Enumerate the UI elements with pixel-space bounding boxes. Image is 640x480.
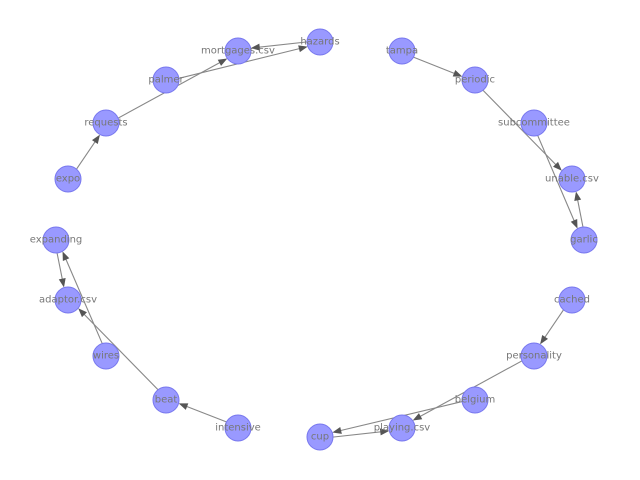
arrow-head-icon <box>553 161 562 171</box>
node-label: palmer <box>148 75 184 86</box>
edge-palmer-to-hazards <box>166 45 308 82</box>
node-requests <box>92 109 120 137</box>
arrow-head-icon <box>332 427 342 434</box>
node-label: belgium <box>455 395 495 406</box>
node-label: garlic <box>570 235 598 246</box>
edge-line <box>64 256 108 356</box>
node-personality <box>520 342 548 370</box>
node-garlic <box>570 226 598 254</box>
node-label: unable.csv <box>545 174 599 185</box>
arrow-head-icon <box>58 278 66 288</box>
edge-subcommittee-to-garlic <box>532 123 578 229</box>
node-unable-csv <box>558 165 586 193</box>
edges-layer <box>53 39 587 440</box>
node-wires <box>92 342 120 370</box>
node-playing-csv <box>388 414 416 442</box>
arrow-head-icon <box>574 191 582 201</box>
node-label: mortgages.csv <box>201 46 275 57</box>
arrow-head-icon <box>570 218 578 229</box>
node-label: playing.csv <box>374 423 431 434</box>
nodes-layer <box>42 28 598 451</box>
edge-wires-to-expanding <box>62 251 108 356</box>
node-subcommittee <box>520 109 548 137</box>
edge-periodic-to-unable.csv <box>473 80 562 171</box>
node-label: cached <box>554 295 590 306</box>
node-tampa <box>388 37 416 65</box>
node-expanding <box>42 226 70 254</box>
arrow-head-icon <box>452 70 463 77</box>
node-cached <box>558 286 586 314</box>
node-adaptor-csv <box>54 286 82 314</box>
edge-belgium-to-cup <box>332 398 475 434</box>
node-mortgages-csv <box>224 37 252 65</box>
node-label: personality <box>506 351 562 362</box>
arrow-head-icon <box>250 43 261 51</box>
edge-line <box>473 80 559 167</box>
arrow-head-icon <box>91 134 100 145</box>
node-beat <box>152 386 180 414</box>
arrow-head-icon <box>78 308 87 318</box>
node-label: cup <box>311 432 329 443</box>
arrow-head-icon <box>379 428 390 436</box>
node-label: periodic <box>455 75 495 86</box>
edge-beat-to-adaptor.csv <box>78 308 168 400</box>
node-label: expanding <box>30 235 83 246</box>
arrow-head-icon <box>298 45 308 53</box>
node-label: hazards <box>300 37 339 48</box>
node-label: requests <box>84 118 127 129</box>
labels-layer: hazards mortgages.csv palmer requests expo ex… <box>30 37 599 443</box>
edge-line <box>81 312 168 400</box>
arrow-head-icon <box>412 413 423 421</box>
node-label: beat <box>155 395 178 406</box>
edge-line <box>338 398 475 432</box>
node-label: intensive <box>215 423 261 434</box>
node-intensive <box>224 414 252 442</box>
arrow-head-icon <box>62 251 70 261</box>
node-label: adaptor.csv <box>39 295 97 306</box>
node-expo <box>54 165 82 193</box>
node-palmer <box>152 66 180 94</box>
edge-line <box>166 47 303 82</box>
edge-line <box>532 123 576 224</box>
arrow-head-icon <box>178 403 189 410</box>
arrow-head-icon <box>217 58 228 66</box>
node-label: subcommittee <box>498 118 570 129</box>
node-label: tampa <box>386 46 418 57</box>
node-hazards <box>306 28 334 56</box>
node-belgium <box>461 386 489 414</box>
node-periodic <box>461 66 489 94</box>
node-label: expo <box>56 174 80 185</box>
node-cup <box>306 423 334 451</box>
arrow-head-icon <box>540 334 549 345</box>
node-label: wires <box>93 351 119 362</box>
